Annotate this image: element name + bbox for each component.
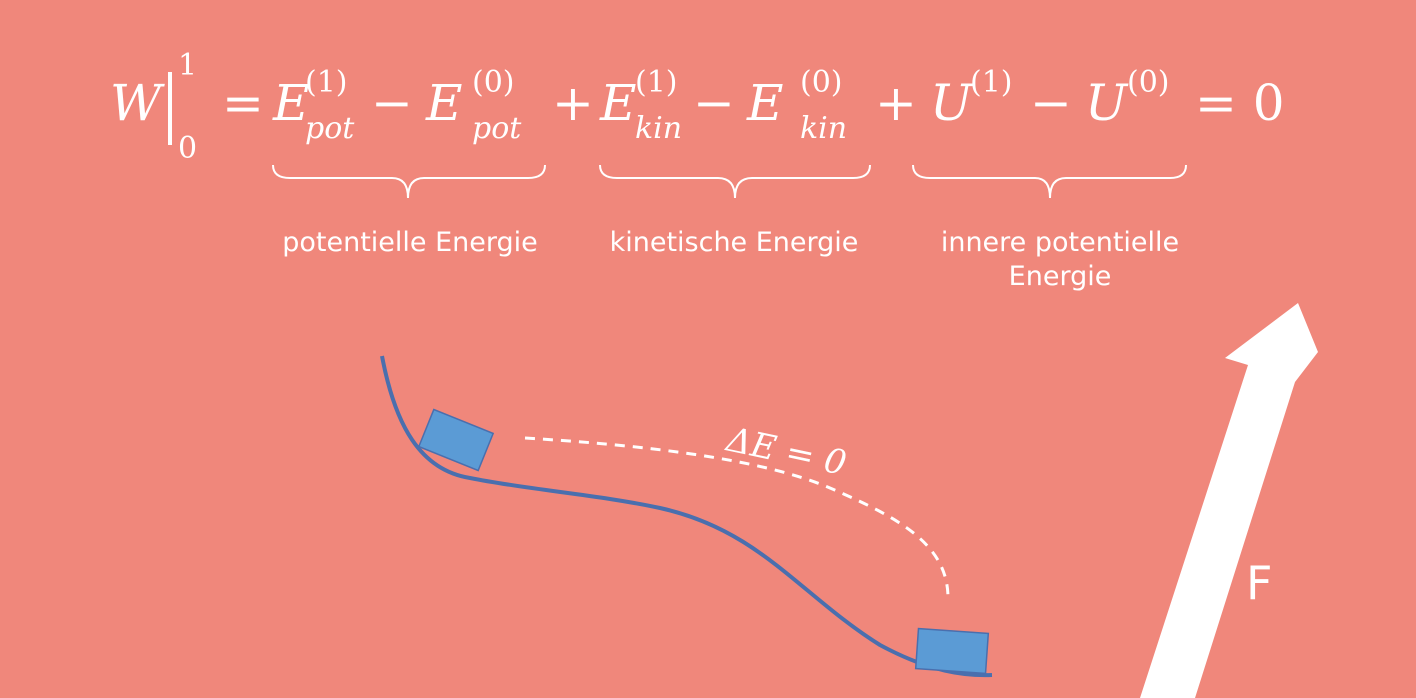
eq-sub-kin-a: kin [635, 111, 682, 146]
delta-e-label: ΔE = 0 [721, 419, 850, 484]
label-inner-line1: innere potentielle [940, 227, 1180, 258]
eq-work-symbol: W [110, 74, 165, 132]
eq-e-pot-0: E [425, 74, 463, 132]
block-start [417, 408, 495, 472]
force-arrow [1140, 303, 1318, 698]
eq-minus-c: − [1030, 74, 1072, 132]
eq-sup-0-c: (0) [1127, 65, 1170, 100]
label-inner-potential-energy: innere potentielle Energie [920, 226, 1200, 294]
eq-equals-zero: = 0 [1195, 74, 1285, 132]
eq-minus-a: − [371, 74, 413, 132]
eq-e-kin-0: E [746, 74, 784, 132]
underbrace-potential [272, 164, 546, 199]
eq-sup-0-a: (0) [472, 65, 515, 100]
eq-u-0: U [1085, 74, 1129, 132]
force-label: F [1246, 556, 1273, 610]
eq-u-1: U [930, 74, 974, 132]
label-kinetic-energy: kinetische Energie [609, 227, 859, 258]
eq-minus-b: − [693, 74, 735, 132]
eq-equals: = [222, 74, 264, 132]
eq-sup-1-c: (1) [970, 65, 1013, 100]
label-inner-line2: Energie [1008, 261, 1112, 292]
eq-sub-pot-a: pot [305, 111, 355, 146]
eq-sub-kin-b: kin [800, 111, 847, 146]
eq-upper-limit: 1 [178, 48, 197, 83]
eq-sup-1-b: (1) [635, 65, 678, 100]
label-potential-energy: potentielle Energie [282, 227, 538, 258]
underbraces [272, 164, 1187, 199]
track-curve [380, 355, 993, 678]
eq-plus-b: + [875, 74, 917, 132]
eq-e-pot-1: E [272, 74, 310, 132]
underbrace-kinetic [599, 164, 871, 199]
eq-sup-1-a: (1) [305, 65, 348, 100]
eq-sub-pot-b: pot [472, 111, 522, 146]
eq-sup-0-b: (0) [800, 65, 843, 100]
underbrace-inner [912, 164, 1187, 199]
energy-equation: W 1 0 = E (1) pot − E (0) pot + E (1) ki… [110, 48, 1285, 166]
energy-conservation-dashed-path [524, 436, 950, 599]
eq-e-kin-1: E [599, 74, 637, 132]
eq-lower-limit: 0 [178, 131, 197, 166]
block-end [914, 627, 990, 675]
eq-plus-a: + [552, 74, 594, 132]
